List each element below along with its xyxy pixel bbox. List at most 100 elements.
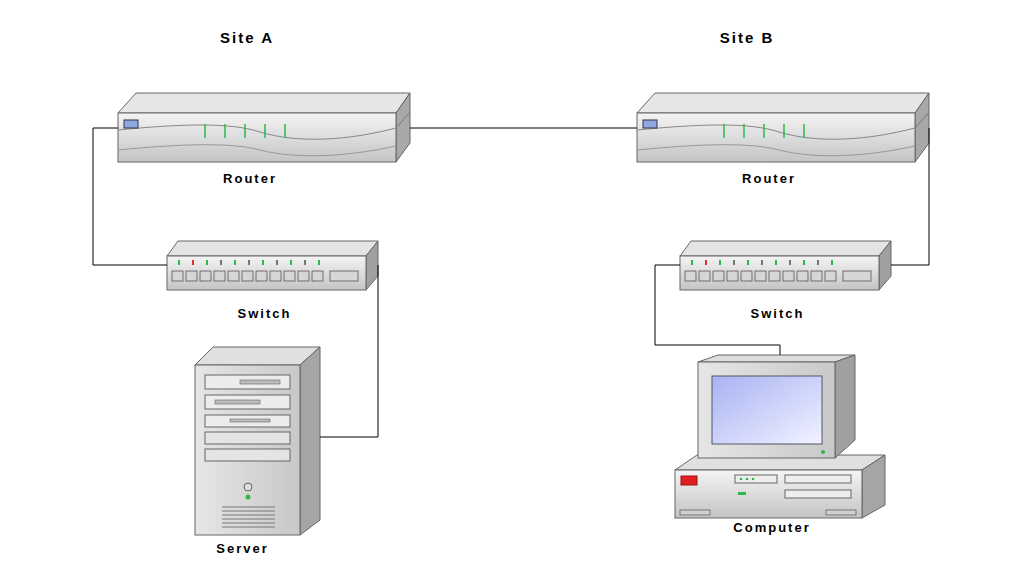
switch-illustration-part-part xyxy=(284,271,295,281)
router-illustration-part xyxy=(637,145,915,156)
router-illustration-part-part xyxy=(783,124,785,138)
server-illustration-part-part xyxy=(222,527,275,528)
network-switch-node: Switch xyxy=(680,241,891,321)
router-illustration-part xyxy=(396,112,410,128)
switch-illustration-part-part xyxy=(727,271,738,281)
switch-illustration-part xyxy=(167,241,378,256)
router-illustration-part xyxy=(118,93,410,113)
switch-illustration-part-part xyxy=(178,260,180,265)
router-illustration xyxy=(637,93,929,162)
switch-illustration-part-part xyxy=(761,260,763,265)
switch-illustration-part-part xyxy=(248,260,250,265)
router-illustration-part-part xyxy=(743,124,745,138)
server-illustration-part-part xyxy=(222,515,275,516)
computer-illustration-part xyxy=(746,478,749,481)
computer-illustration-part xyxy=(785,490,851,498)
computer-illustration-part xyxy=(826,510,856,515)
computer-illustration-part xyxy=(862,455,885,518)
router-illustration-part xyxy=(915,112,929,128)
device-label: Switch xyxy=(159,306,370,321)
switch-illustration-part-part xyxy=(290,260,292,265)
switch-illustration-part-part xyxy=(206,260,208,265)
server-illustration-part xyxy=(205,449,290,461)
computer-illustration-part xyxy=(835,355,855,458)
computer-illustration-part xyxy=(740,478,743,481)
switch-illustration-part-part xyxy=(817,260,819,265)
computer-illustration-part xyxy=(712,376,822,444)
switch-illustration-part xyxy=(680,256,879,290)
router-illustration-part xyxy=(118,125,396,139)
network-cable xyxy=(891,128,929,265)
router-illustration xyxy=(118,93,410,162)
device-label: Router xyxy=(623,171,915,186)
label-group: Router xyxy=(118,171,410,186)
switch-illustration-part-part xyxy=(699,271,710,281)
switch-illustration-part-part xyxy=(843,271,871,281)
computer-node: Computer xyxy=(675,355,885,535)
computer-illustration xyxy=(675,355,885,518)
switch-illustration-part-part xyxy=(200,271,211,281)
computer-illustration-part xyxy=(785,475,851,483)
router-illustration-part xyxy=(637,125,915,139)
label-group: Switch xyxy=(680,306,891,321)
server-illustration xyxy=(195,347,320,535)
switch-illustration-part-part xyxy=(803,260,805,265)
switch-illustration-part xyxy=(366,241,378,290)
server-illustration-part-part xyxy=(222,511,275,512)
switch-illustration-part-part xyxy=(270,271,281,281)
switch-illustration-part-part xyxy=(713,271,724,281)
switch-illustration-part xyxy=(879,241,891,290)
computer-illustration-part xyxy=(735,475,777,483)
switch-illustration-part-part xyxy=(747,260,749,265)
switch-illustration xyxy=(680,241,891,290)
switch-illustration-part-part xyxy=(192,260,194,265)
switch-illustration-part-part xyxy=(262,260,264,265)
server-illustration-part xyxy=(205,395,290,409)
device-label: Computer xyxy=(667,520,877,535)
switch-illustration-part xyxy=(685,260,871,281)
switch-illustration-part-part xyxy=(719,260,721,265)
switch-illustration-part-part xyxy=(304,260,306,265)
device-label: Server xyxy=(180,541,305,556)
switch-illustration-part-part xyxy=(789,260,791,265)
switch-illustration-part-part xyxy=(825,271,836,281)
switch-illustration-part-part xyxy=(256,271,267,281)
router-illustration-part-part xyxy=(224,124,226,138)
switch-illustration xyxy=(167,241,378,290)
computer-illustration-part xyxy=(821,450,825,454)
switch-illustration-part-part xyxy=(242,271,253,281)
router-illustration-part xyxy=(724,124,804,138)
router-illustration-part-part xyxy=(284,124,286,138)
server-illustration-part xyxy=(195,365,300,535)
label-group: Server xyxy=(195,541,320,556)
switch-illustration-part-part xyxy=(775,260,777,265)
device-label: Router xyxy=(104,171,396,186)
switch-illustration-part-part xyxy=(755,271,766,281)
router-illustration-part-part xyxy=(763,124,765,138)
switch-illustration-part-part xyxy=(228,271,239,281)
site-heading: Site B xyxy=(720,29,775,47)
label-group: Computer xyxy=(675,520,885,535)
computer-illustration-part xyxy=(681,476,697,485)
server-illustration-part xyxy=(205,375,290,389)
network-cable xyxy=(93,128,167,265)
router-illustration-part xyxy=(118,113,396,162)
label-group: Router xyxy=(637,171,929,186)
router-illustration-part-part xyxy=(723,124,725,138)
switch-illustration-part-part xyxy=(783,271,794,281)
router-illustration-part-part xyxy=(803,124,805,138)
router-illustration-part xyxy=(915,93,929,162)
server-illustration-part xyxy=(240,380,280,384)
router-illustration-part-part xyxy=(244,124,246,138)
computer-illustration-part xyxy=(675,470,862,518)
router-illustration-part-part xyxy=(204,124,206,138)
switch-illustration-part-part xyxy=(685,271,696,281)
switch-illustration-part xyxy=(680,241,891,256)
network-switch-node: Switch xyxy=(167,241,378,321)
server-illustration-part xyxy=(300,347,320,535)
computer-illustration-part xyxy=(680,510,710,515)
